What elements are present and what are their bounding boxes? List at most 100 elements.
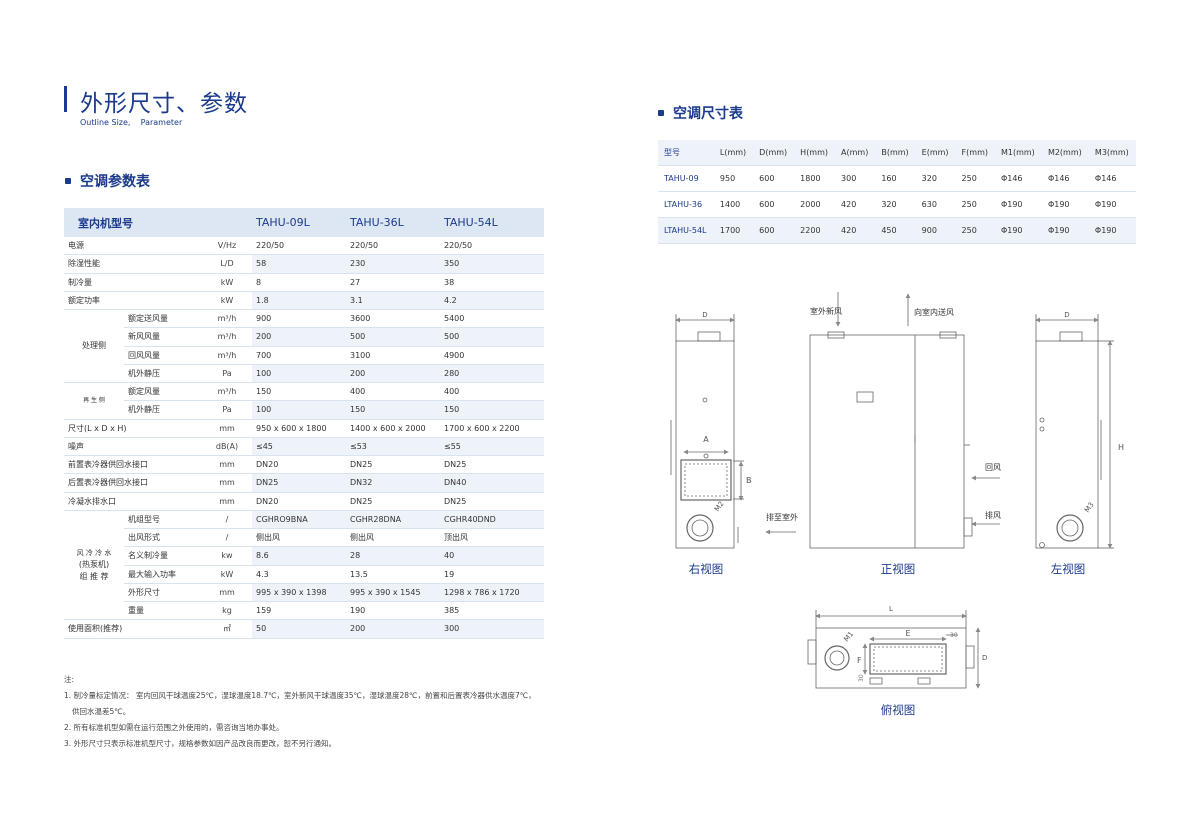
dim-header: D(mm) <box>753 140 795 166</box>
dim-header: A(mm) <box>835 140 876 166</box>
dim-cell: LTAHU-36 <box>658 191 714 218</box>
row-unit: Pa <box>202 400 252 420</box>
row-label: 除湿性能 <box>64 254 202 274</box>
group-label-outdoor: 风 冷 冷 水 (热泵机) 组 推 荐 <box>64 510 124 621</box>
dim-cell: 320 <box>875 191 916 218</box>
front-view-drawing <box>765 292 1000 549</box>
dim-label-e: E <box>905 629 910 638</box>
cell-value: 侧出风 <box>252 528 346 548</box>
cell-value: 1400 x 600 x 2000 <box>346 419 440 438</box>
table-row: 后置表冷器供回水接口 mm DN25 DN32 DN40 <box>64 473 544 493</box>
dim-cell: Φ190 <box>1088 191 1136 218</box>
cell-value: 5400 <box>440 309 544 329</box>
cell-value: 100 <box>252 400 346 420</box>
return-air-label: 回风 <box>985 463 1001 472</box>
row-unit: kw <box>202 546 252 566</box>
dim-cell: LTAHU-54L <box>658 217 714 244</box>
dim-header: H(mm) <box>794 140 836 166</box>
cell-value: DN25 <box>252 473 346 493</box>
row-label: 额定功率 <box>64 291 202 311</box>
cell-value: 500 <box>440 327 544 347</box>
table-row: 风 冷 冷 水 (热泵机) 组 推 荐 机组型号 / CGHRO9BNA CGH… <box>64 510 544 621</box>
row-unit: kW <box>202 291 252 311</box>
cell-value: 1.8 <box>252 291 346 311</box>
cell-value: 1700 x 600 x 2200 <box>440 419 544 438</box>
row-label: 外形尺寸 <box>124 583 202 603</box>
cell-value: 4.3 <box>252 565 346 584</box>
group-label-outdoor-line3: 组 推 荐 <box>79 572 109 581</box>
page-title: 外形尺寸、参数 <box>80 91 248 117</box>
cell-value: 230 <box>346 254 440 274</box>
dim-cell: Φ190 <box>1088 217 1136 244</box>
cell-value: 385 <box>440 601 544 621</box>
row-unit: Pa <box>202 364 252 384</box>
dim-label-f: F <box>857 656 862 665</box>
dim-table: 型号 L(mm) D(mm) H(mm) A(mm) B(mm) E(mm) F… <box>658 140 1136 244</box>
dim-header: M3(mm) <box>1088 140 1136 166</box>
dim-label-b: B <box>746 476 752 485</box>
dim-label-l: L <box>889 605 893 613</box>
table-row: 重量 kg 159 190 385 <box>64 601 544 621</box>
cell-value: 8 <box>252 273 346 292</box>
cell-value: 280 <box>440 364 544 384</box>
note-1-cont: 供回水温差5℃。 <box>72 707 131 716</box>
dim-header: L(mm) <box>713 140 754 166</box>
dim-cell: 1700 <box>713 217 754 244</box>
notes: 注: 1. 制冷量标定情况： 室内回风干球温度25℃，湿球温度18.7℃，室外新… <box>64 672 554 752</box>
table-row: 尺寸(L x D x H) mm 950 x 600 x 1800 1400 x… <box>64 419 544 438</box>
dim-label-m1: M1 <box>842 630 855 643</box>
row-unit: kW <box>202 565 252 584</box>
dim-header: B(mm) <box>875 140 916 166</box>
dim-cell: 1800 <box>794 165 836 192</box>
cell-value: 13.5 <box>346 565 440 584</box>
row-unit: / <box>202 528 252 548</box>
cell-value: 700 <box>252 346 346 365</box>
dim-cell: 600 <box>753 191 795 218</box>
dim-cell: 950 <box>713 165 754 192</box>
row-label: 额定送风量 <box>124 309 202 329</box>
top-view-drawing <box>807 610 981 689</box>
dim-label-m2: M2 <box>713 500 726 513</box>
table-row: 回风风量 m³/h 700 3100 4900 <box>64 346 544 365</box>
table-row: 名义制冷量 kw 8.6 28 40 <box>64 546 544 566</box>
row-label: 使用面积(推荐) <box>64 619 202 639</box>
right-view-drawing <box>670 314 744 549</box>
cell-value: 159 <box>252 601 346 621</box>
row-label: 尺寸(L x D x H) <box>64 419 202 438</box>
cell-value: 4900 <box>440 346 544 365</box>
top-view-label: 俯视图 <box>881 703 916 717</box>
cell-value: 3600 <box>346 309 440 329</box>
cell-value: CGHR28DNA <box>346 510 440 530</box>
dim-cell: Φ146 <box>994 165 1042 192</box>
dim-row: LTAHU-54L 1700 600 2200 420 450 900 250 … <box>658 217 1136 244</box>
cell-value: DN40 <box>440 473 544 493</box>
cell-value: 顶出风 <box>440 528 544 548</box>
note-1: 1. 制冷量标定情况： 室内回风干球温度25℃，湿球温度18.7℃，室外新风干球… <box>64 691 536 700</box>
dim-cell: 900 <box>915 217 956 244</box>
dim-cell: 160 <box>875 165 916 192</box>
dim-cell: 1400 <box>713 191 754 218</box>
param-header-label: 室内机型号 <box>64 208 252 237</box>
dim-cell: Φ146 <box>1088 165 1136 192</box>
dim-header-row: 型号 L(mm) D(mm) H(mm) A(mm) B(mm) E(mm) F… <box>658 140 1136 166</box>
cell-value: 150 <box>252 382 346 402</box>
cell-value: 950 x 600 x 1800 <box>252 419 346 438</box>
dim-cell: 420 <box>835 191 876 218</box>
cell-value: 900 <box>252 309 346 329</box>
model-header: TAHU-09L <box>252 208 346 237</box>
group-label-regen: 再 生 侧 <box>64 382 124 420</box>
group-label-handling: 处理侧 <box>64 309 124 383</box>
cell-value: 300 <box>440 619 544 639</box>
dim-label-30: 30 <box>858 674 865 682</box>
table-row: 机外静压 Pa 100 200 280 <box>64 364 544 384</box>
exhaust-label: 排风 <box>985 510 1001 520</box>
dim-label-d: D <box>982 654 987 662</box>
cell-value: 150 <box>346 400 440 420</box>
param-table: 室内机型号 TAHU-09L TAHU-36L TAHU-54L 电源 V/Hz… <box>64 208 544 639</box>
row-unit: m³/h <box>202 346 252 365</box>
dim-header: M2(mm) <box>1041 140 1089 166</box>
cell-value: 58 <box>252 254 346 274</box>
cell-value: ≤53 <box>346 437 440 457</box>
cell-value: 侧出风 <box>346 528 440 548</box>
row-label: 后置表冷器供回水接口 <box>64 473 202 493</box>
